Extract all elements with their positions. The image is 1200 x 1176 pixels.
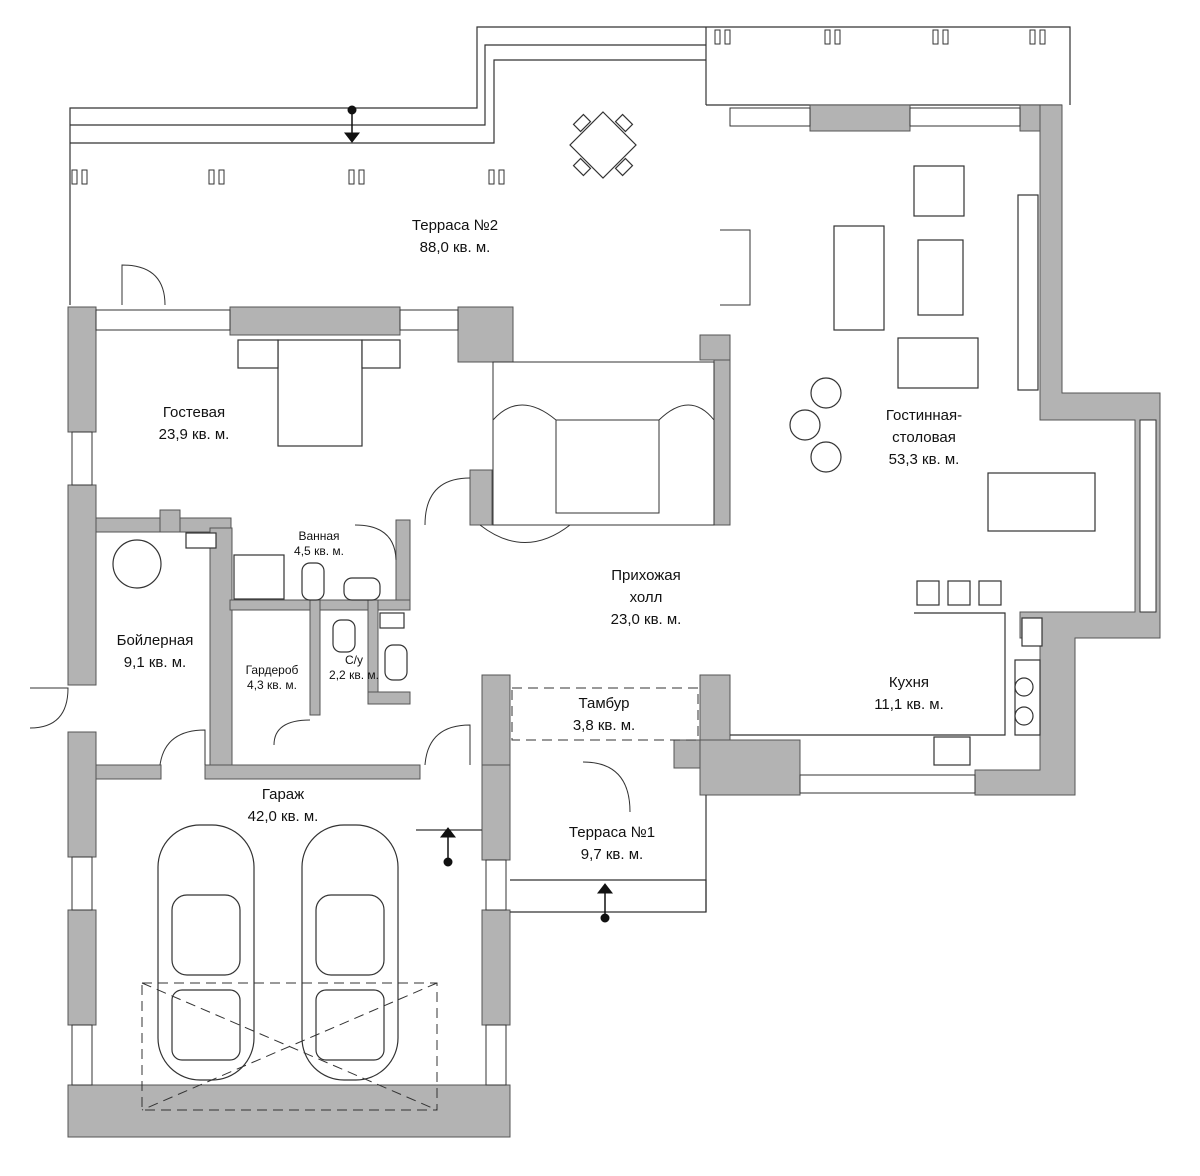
garage-cars: [157, 824, 399, 1081]
room-name: Гардероб: [245, 663, 299, 677]
room-name: С/у: [345, 653, 363, 667]
room-label-guest: Гостевая 23,9 кв. м.: [159, 402, 230, 446]
room-name: Ванная: [298, 529, 340, 543]
boiler-icon: [112, 539, 162, 589]
door-swing-icons: [29, 229, 751, 813]
room-label-wc: С/у 2,2 кв. м.: [329, 653, 379, 683]
room-name: Тамбур: [578, 695, 630, 712]
room-name: Прихожая: [611, 567, 681, 584]
entrance-arrow-icon: [439, 827, 614, 923]
kitchen-counter: [730, 612, 1043, 766]
terrace2-railing-posts: [71, 29, 1046, 185]
room-label-kitchen: Кухня 11,1 кв. м.: [874, 672, 944, 716]
room-area: 23,0 кв. м.: [610, 611, 682, 628]
room-label-terrace1: Терраса №1 9,7 кв. м.: [569, 822, 655, 866]
shower-icon: [233, 554, 285, 600]
armchair-icon: [913, 165, 965, 217]
room-area: 4,3 кв. м.: [247, 678, 297, 692]
stove-icon: [933, 736, 971, 766]
room-label-terrace2: Терраса №2 88,0 кв. м.: [412, 215, 498, 259]
sink-icon: [384, 644, 408, 681]
living-furniture: [789, 165, 1096, 606]
room-area: 9,1 кв. м.: [123, 654, 187, 671]
room-area: 11,1 кв. м.: [874, 696, 944, 713]
room-name: Гостинная-: [885, 407, 963, 424]
vestibule-outline: [511, 687, 699, 741]
room-area: 88,0 кв. м.: [419, 239, 491, 256]
room-label-bath: Ванная 4,5 кв. м.: [294, 529, 344, 559]
room-area: 9,7 кв. м.: [580, 846, 644, 863]
room-area: 3,8 кв. м.: [572, 717, 636, 734]
terrace1-outline: [416, 795, 707, 913]
garage-door-dashed: [141, 982, 438, 1111]
room-area: 42,0 кв. м.: [247, 808, 319, 825]
room-name: Терраса №2: [411, 217, 499, 234]
sofa-icon: [897, 337, 979, 389]
bathroom-fixtures: [185, 532, 408, 681]
room-area: 2,2 кв. м.: [329, 668, 379, 682]
room-name-line2: столовая: [892, 429, 956, 446]
toilet-icon: [301, 562, 325, 601]
room-label-boiler: Бойлерная 9,1 кв. м.: [117, 630, 194, 674]
room-area: 23,9 кв. м.: [158, 426, 230, 443]
room-name: Бойлерная: [116, 632, 194, 649]
room-label-garage: Гараж 42,0 кв. м.: [248, 784, 319, 828]
bed-icon: [237, 339, 401, 447]
room-name: Гараж: [261, 786, 305, 803]
room-label-wardrobe: Гардероб 4,3 кв. м.: [246, 663, 299, 693]
staircase-icon: [479, 361, 715, 543]
toilet-icon: [332, 619, 356, 653]
room-area: 53,3 кв. м.: [888, 451, 960, 468]
room-label-hall: Прихожая холл 23,0 кв. м.: [611, 565, 682, 631]
room-name: Гостевая: [162, 404, 226, 421]
room-label-living: Гостинная- столовая 53,3 кв. м.: [886, 405, 962, 471]
entrance-arrow-icon: [343, 105, 361, 143]
room-label-vestibule: Тамбур 3,8 кв. м.: [573, 693, 635, 737]
walls: [67, 104, 1161, 1138]
dining-table-icon: [569, 111, 637, 179]
room-name-line2: холл: [629, 589, 663, 606]
room-name: Кухня: [888, 674, 930, 691]
room-name: Терраса №1: [568, 824, 656, 841]
windows: [71, 107, 1157, 1086]
sofa-icon: [833, 225, 885, 331]
room-area: 4,5 кв. м.: [294, 544, 344, 558]
sink-icon: [343, 577, 381, 601]
car-icon: [301, 824, 399, 1081]
car-icon: [157, 824, 255, 1081]
